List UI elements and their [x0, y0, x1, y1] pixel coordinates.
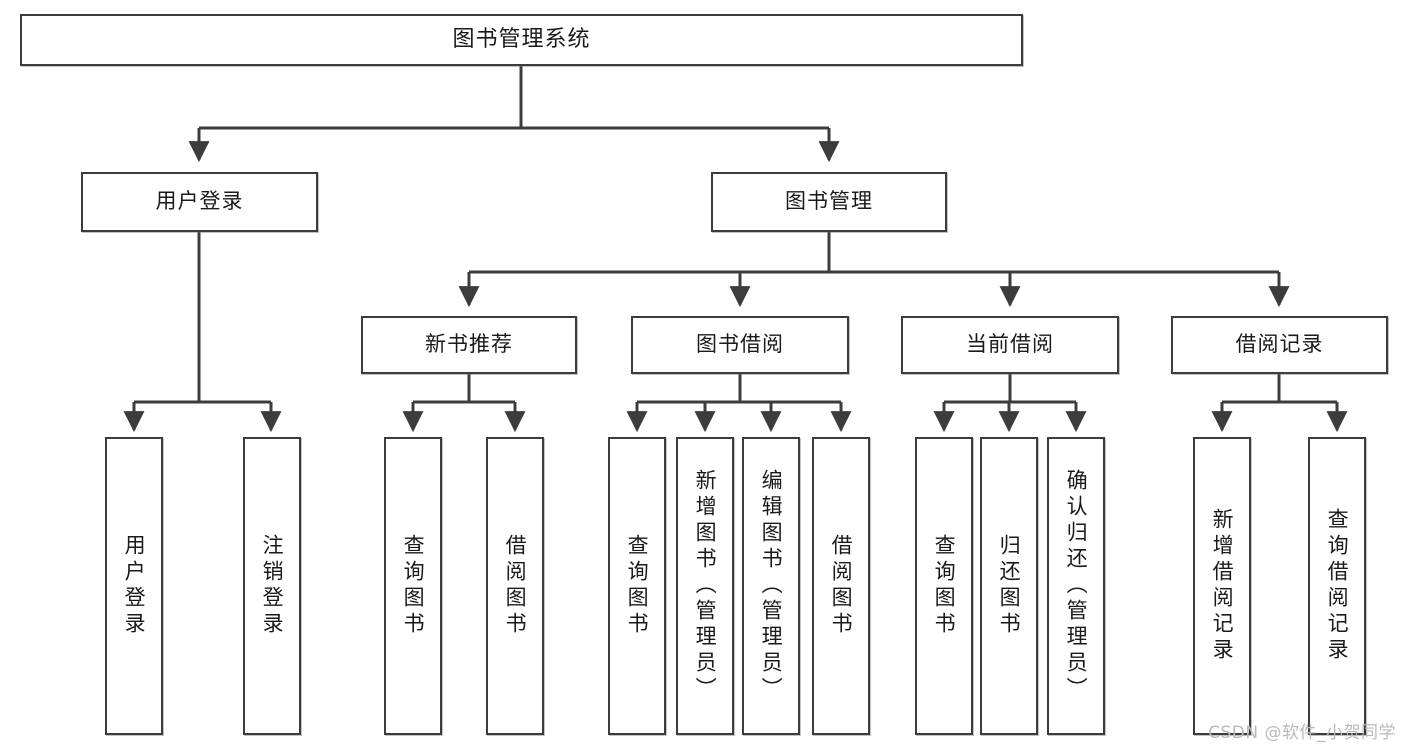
leaf-label: 借阅图书 — [829, 534, 854, 638]
leaf-label: 查询图书 — [625, 534, 650, 638]
leaf-label: 查询图书 — [401, 534, 426, 638]
leaf-confirm-return-admin[interactable]: 确认归还（管理员） — [1047, 437, 1105, 735]
leaf-label: 新增借阅记录 — [1210, 508, 1235, 664]
leaf-borrow-book[interactable]: 借阅图书 — [812, 437, 870, 735]
leaf-user-login[interactable]: 用户登录 — [105, 437, 163, 735]
node-root-system[interactable]: 图书管理系统 — [20, 14, 1023, 66]
node-borrow-record[interactable]: 借阅记录 — [1171, 316, 1388, 374]
leaf-add-borrow-record[interactable]: 新增借阅记录 — [1193, 437, 1251, 735]
leaf-label: 确认归还（管理员） — [1064, 469, 1089, 703]
leaf-return-book[interactable]: 归还图书 — [980, 437, 1038, 735]
leaf-query-book-recommend[interactable]: 查询图书 — [384, 437, 442, 735]
leaf-label: 注销登录 — [260, 534, 285, 638]
leaf-query-borrow-record[interactable]: 查询借阅记录 — [1308, 437, 1366, 735]
node-user-login[interactable]: 用户登录 — [81, 172, 318, 232]
leaf-label: 用户登录 — [122, 534, 147, 638]
leaf-query-book-current[interactable]: 查询图书 — [915, 437, 973, 735]
leaf-add-book-admin[interactable]: 新增图书（管理员） — [676, 437, 734, 735]
leaf-query-book-borrow[interactable]: 查询图书 — [608, 437, 666, 735]
csdn-watermark: CSDN @软件_小贺同学 — [1208, 723, 1396, 743]
leaf-label: 归还图书 — [997, 534, 1022, 638]
leaf-edit-book-admin[interactable]: 编辑图书（管理员） — [742, 437, 800, 735]
leaf-label: 查询借阅记录 — [1325, 508, 1350, 664]
leaf-label: 查询图书 — [932, 534, 957, 638]
leaf-label: 借阅图书 — [503, 534, 528, 638]
node-new-book-recommend[interactable]: 新书推荐 — [361, 316, 577, 374]
leaf-borrow-book-recommend[interactable]: 借阅图书 — [486, 437, 544, 735]
node-book-manage[interactable]: 图书管理 — [711, 172, 947, 232]
leaf-label: 编辑图书（管理员） — [759, 469, 784, 703]
node-current-borrow[interactable]: 当前借阅 — [901, 316, 1119, 374]
node-book-borrow[interactable]: 图书借阅 — [631, 316, 849, 374]
leaf-label: 新增图书（管理员） — [693, 469, 718, 703]
leaf-logout[interactable]: 注销登录 — [243, 437, 301, 735]
